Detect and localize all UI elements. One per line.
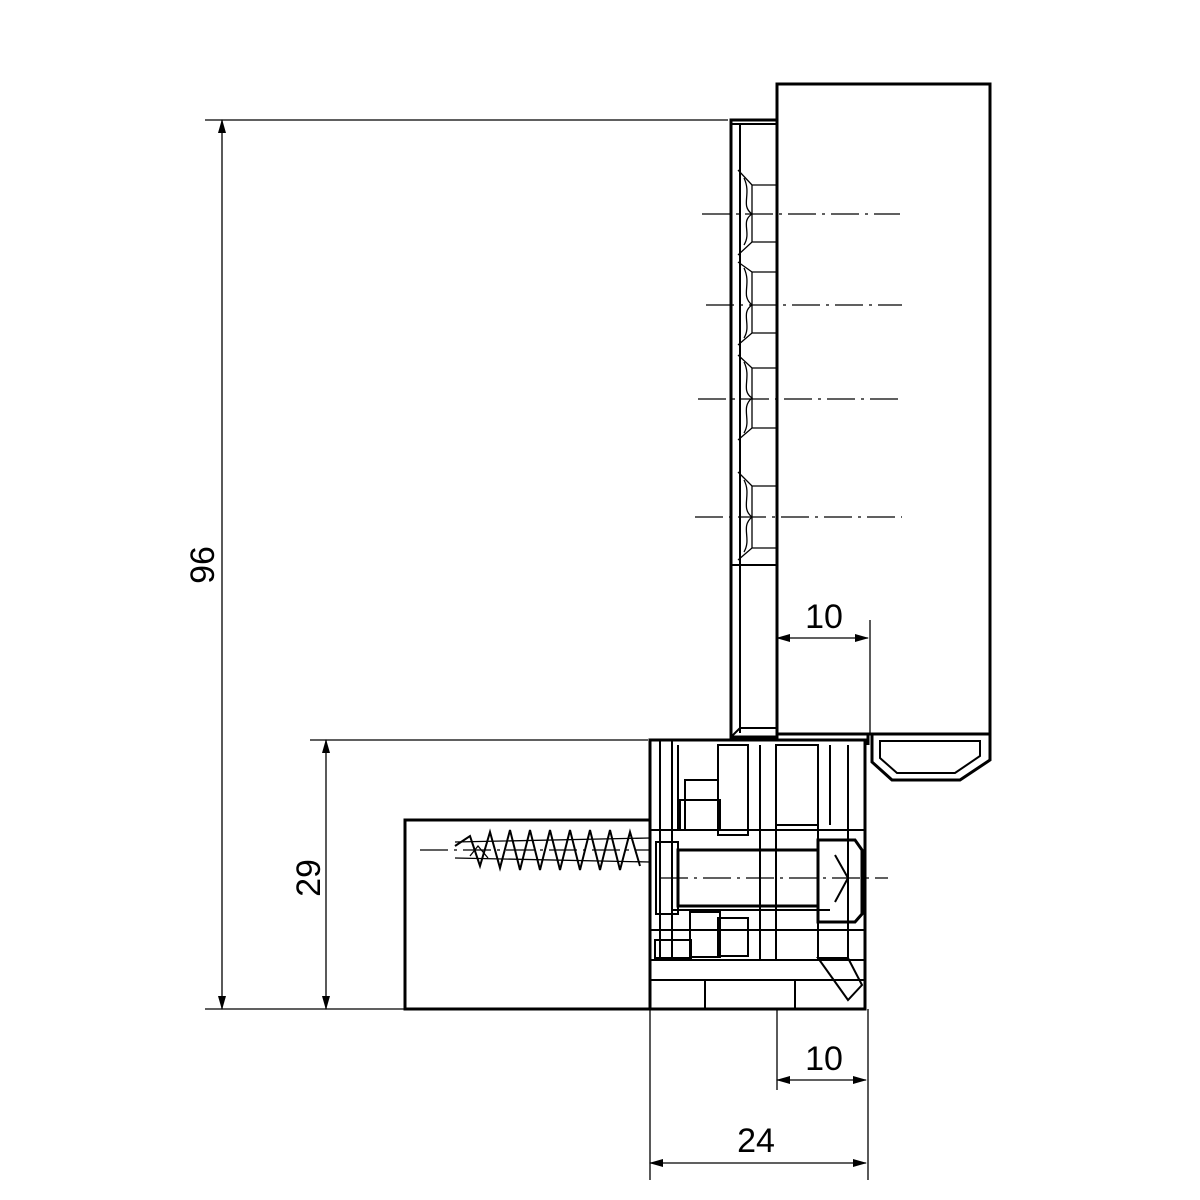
dimension-29: 29 [290, 739, 648, 1010]
dimension-29-label: 29 [290, 859, 328, 897]
leaf-screws [737, 169, 777, 561]
dimension-10-top-label: 10 [805, 598, 843, 636]
seal-profile [870, 732, 992, 782]
dimension-10-top: 10 [776, 598, 871, 735]
dimension-24: 24 [649, 1009, 867, 1180]
adjustment-bolt [655, 838, 888, 924]
leaf-screw-4 [737, 471, 777, 561]
leaf-screw-1 [737, 169, 777, 256]
wood-screw [420, 828, 651, 872]
hinge-body [648, 738, 867, 1011]
screw-centerlines [695, 213, 902, 518]
frame-body [403, 818, 652, 1011]
dimension-10-bottom-label: 10 [805, 1040, 843, 1078]
door-leaf [775, 82, 992, 745]
dimension-96: 96 [184, 119, 728, 1010]
leaf-screw-3 [737, 354, 777, 441]
dimension-24-label: 24 [737, 1122, 775, 1160]
dimension-10-bottom: 10 [776, 1009, 869, 1180]
leaf-screw-2 [737, 261, 777, 346]
dimension-96-label: 96 [184, 546, 222, 584]
